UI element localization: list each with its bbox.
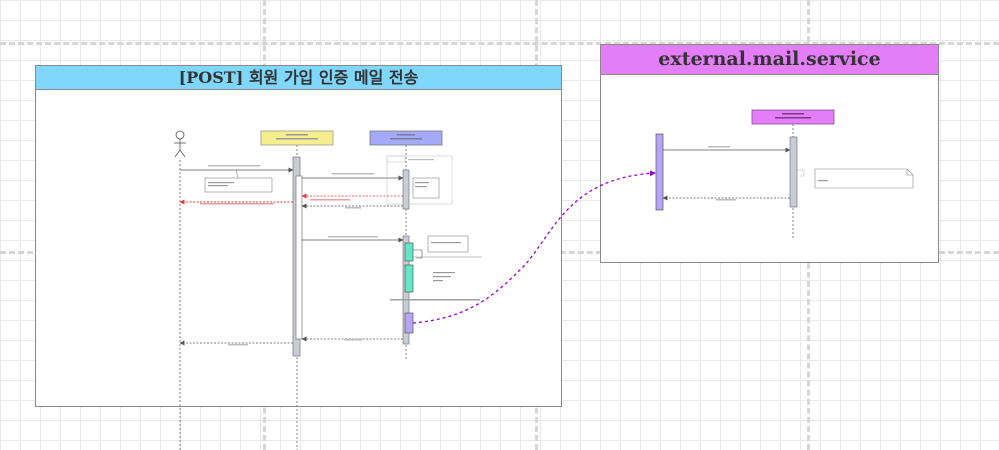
message-label <box>228 344 248 346</box>
message-label <box>310 199 350 201</box>
message-label <box>345 207 361 209</box>
message-label <box>200 203 274 205</box>
message-label <box>390 299 480 301</box>
mail-participant[interactable] <box>751 109 835 125</box>
service-activation-green[interactable] <box>404 264 414 293</box>
frame-title[interactable]: [POST] 회원 가입 인증 메일 전송 <box>36 66 561 90</box>
message-label <box>708 146 730 148</box>
mail-caller-activation[interactable] <box>655 133 664 211</box>
message-label <box>208 165 260 167</box>
frame-title[interactable]: external.mail.service <box>601 45 938 75</box>
async-mail-request-arrow[interactable] <box>412 170 656 324</box>
message-label <box>328 236 378 238</box>
page-break-line <box>0 42 999 45</box>
service-participant[interactable] <box>369 130 443 146</box>
note[interactable] <box>433 272 455 282</box>
self-message-arrow[interactable] <box>413 249 423 259</box>
message-label <box>344 339 362 341</box>
controller-participant[interactable] <box>260 130 334 146</box>
service-activation-green[interactable] <box>404 242 414 262</box>
note[interactable] <box>814 168 914 189</box>
message-label <box>332 173 374 175</box>
user-actor-icon[interactable] <box>174 130 186 158</box>
note[interactable] <box>413 235 482 258</box>
message-label <box>716 199 736 201</box>
note[interactable] <box>204 169 273 193</box>
alt-fragment[interactable] <box>386 155 453 205</box>
service-activation[interactable] <box>402 169 410 210</box>
mail-service-activation[interactable] <box>789 136 798 208</box>
self-message-arrow[interactable] <box>797 169 805 177</box>
note[interactable] <box>412 177 440 199</box>
service-activation-purple[interactable] <box>404 312 414 334</box>
controller-activation-nested[interactable] <box>295 175 303 340</box>
